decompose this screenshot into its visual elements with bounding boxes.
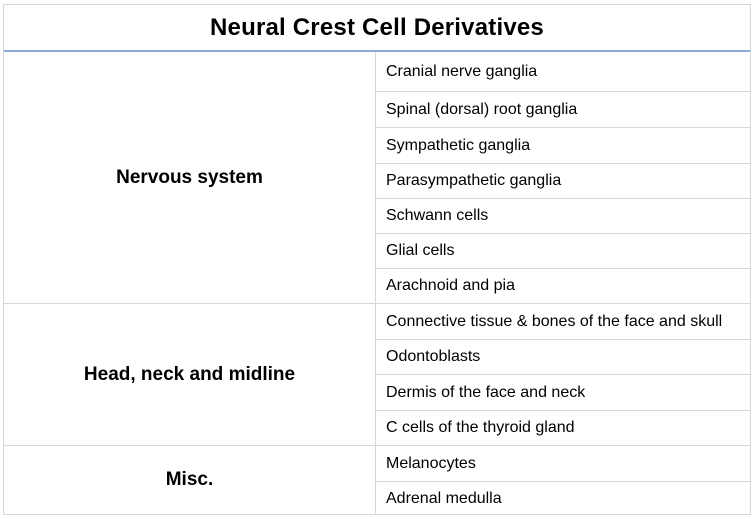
category-label: Head, neck and midline: [83, 363, 296, 385]
list-item: Spinal (dorsal) root ganglia: [376, 91, 750, 127]
list-item: Melanocytes: [386, 454, 476, 472]
list-item: Adrenal medulla: [376, 481, 750, 515]
section-misc: Misc. Melanocytes Adrenal medulla: [4, 445, 750, 514]
category-cell: Nervous system: [4, 52, 376, 303]
list-item: Sympathetic ganglia: [376, 127, 750, 163]
items-column: Melanocytes Adrenal medulla: [376, 446, 750, 514]
table-title: Neural Crest Cell Derivatives: [210, 13, 544, 41]
list-item: Glial cells: [376, 233, 750, 268]
category-label: Nervous system: [116, 166, 263, 188]
list-item: Parasympathetic ganglia: [376, 163, 750, 198]
list-item: Cranial nerve ganglia: [386, 62, 538, 80]
list-item: Schwann cells: [376, 198, 750, 233]
list-item: Arachnoid and pia: [376, 268, 750, 303]
list-item: Odontoblasts: [376, 339, 750, 374]
category-cell: Misc.: [4, 446, 376, 514]
items-column: Connective tissue & bones of the face an…: [376, 304, 750, 445]
list-item: C cells of the thyroid gland: [376, 410, 750, 445]
category-cell: Head, neck and midline: [4, 304, 376, 445]
list-item: Dermis of the face and neck: [376, 374, 750, 410]
derivatives-table: Neural Crest Cell Derivatives Nervous sy…: [3, 4, 751, 515]
list-item: Connective tissue & bones of the face an…: [386, 312, 723, 330]
table-header: Neural Crest Cell Derivatives: [4, 5, 750, 52]
category-label: Misc.: [165, 469, 214, 490]
section-nervous-system: Nervous system Cranial nerve ganglia Spi…: [4, 52, 750, 303]
section-head-neck-midline: Head, neck and midline Connective tissue…: [4, 303, 750, 445]
items-column: Cranial nerve ganglia Spinal (dorsal) ro…: [376, 52, 750, 303]
